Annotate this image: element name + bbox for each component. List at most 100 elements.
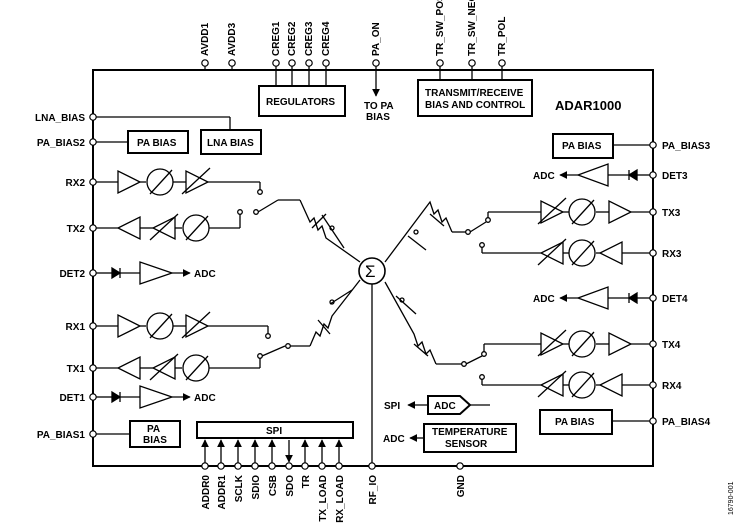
det2-adc-label: ADC [194,269,216,280]
tr-bias-line1: TRANSMIT/RECEIVE [425,88,524,99]
pin-det4 [649,294,657,302]
pin-creg1 [272,59,280,67]
bottom-pins [201,462,464,470]
label-det4: DET4 [662,294,688,305]
label-tr: TR [301,474,312,488]
label-tx2: TX2 [67,224,86,235]
label-avdd3: AVDD3 [227,22,238,56]
temp-sensor-line1: TEMPERATURE [432,427,508,438]
label-rf-io: RF_IO [368,475,379,505]
label-creg2: CREG2 [287,21,298,56]
adc-block [427,395,472,415]
label-tx3: TX3 [662,208,681,219]
top-pins [201,59,506,70]
pin-rx4 [649,381,657,389]
pa-bias1-block [129,420,181,448]
tx2-pa [116,215,141,241]
pin-pa-bias3 [649,141,657,149]
label-det1: DET1 [59,393,85,404]
label-det2: DET2 [59,269,85,280]
rx1-lna [117,313,142,339]
pa-bias2-label: PA BIAS [137,138,177,149]
label-tr-sw-neg: TR_SW_NEG [467,0,478,56]
rx4-vga [539,372,564,398]
pin-rx2 [89,178,97,186]
label-tr-pol: TR_POL [497,17,508,56]
det4-diode [627,291,638,305]
adc-block-label: ADC [434,401,456,412]
rx1-vga [185,313,210,339]
det4-adc-label: ADC [533,294,555,305]
pin-csb [268,462,276,470]
pin-pa-on [372,59,380,67]
label-tr-sw-pos: TR_SW_POS [435,0,446,56]
label-creg4: CREG4 [321,21,332,56]
pin-sdio [251,462,259,470]
pin-avdd3 [228,59,236,67]
to-pa-bias-line1: TO PA [364,101,394,112]
label-pa-bias1: PA_BIAS1 [37,430,86,441]
label-tx1: TX1 [67,364,86,375]
label-sclk: SCLK [234,474,245,502]
temp-adc-label: ADC [383,434,405,445]
pin-tx-load [318,462,326,470]
left-pins [89,113,97,438]
pin-avdd1 [201,59,209,67]
pa-bias4-label: PA BIAS [555,417,595,428]
pin-pa-bias4 [649,417,657,425]
tx4-pa [608,331,633,357]
label-sdio: SDIO [251,475,262,500]
pin-creg3 [305,59,313,67]
pin-pa-bias1 [89,430,97,438]
to-pa-bias-line2: BIAS [366,112,390,123]
det1-adc-label: ADC [194,393,216,404]
label-rx1: RX1 [66,322,86,333]
pin-tr-pol [498,59,506,67]
pin-sclk [234,462,242,470]
label-rx2: RX2 [66,178,86,189]
pin-gnd [456,462,464,470]
spi-out-label: SPI [384,401,400,412]
right-channels [384,133,650,453]
label-lna-bias: LNA_BIAS [35,113,85,124]
det2-diode [111,266,122,280]
spi-block [196,421,354,439]
pin-tr [301,462,309,470]
det1-amp [139,385,174,409]
pa-bias1-line1: PA [147,424,160,435]
regulators-label: REGULATORS [266,97,335,108]
det1-diode [111,390,122,404]
combiner-symbol: Σ [365,262,376,281]
rx3-lna [598,240,623,266]
pin-tx2 [89,224,97,232]
label-pa-bias2: PA_BIAS2 [37,138,86,149]
pin-creg4 [322,59,330,67]
right-pins [649,141,657,425]
label-rx4: RX4 [662,381,682,392]
lna-bias-block [200,129,262,155]
det3-diode [627,168,638,182]
pin-addr0 [201,462,209,470]
pin-tr-sw-pos [436,59,444,67]
rx2-lna [117,169,142,195]
tx3-pa [608,199,633,225]
label-pa-on: PA_ON [371,22,382,56]
label-det3: DET3 [662,171,688,182]
label-rx-load: RX_LOAD [335,475,346,523]
label-creg1: CREG1 [271,21,282,56]
pin-det2 [89,269,97,277]
label-pa-bias3: PA_BIAS3 [662,141,711,152]
rx2-vga [185,169,210,195]
pin-tx4 [649,340,657,348]
pin-rf-io [368,462,376,470]
pa-bias3-label: PA BIAS [562,141,602,152]
det3-amp [576,163,609,187]
lna-bias-label: LNA BIAS [207,138,254,149]
left-channels [96,116,361,448]
pa-bias3-block [552,133,614,159]
pin-creg2 [288,59,296,67]
label-sdo: SDO [285,475,296,497]
pin-tr-sw-neg [468,59,476,67]
spi-block-label: SPI [266,426,282,437]
